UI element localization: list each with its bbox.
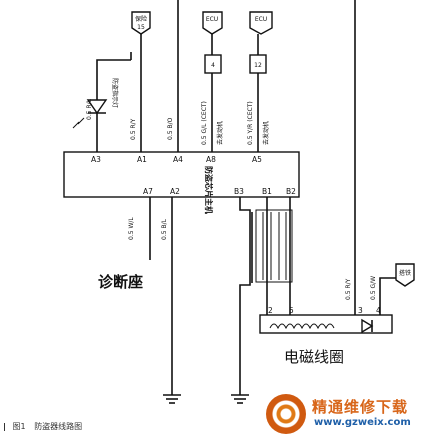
svg-text:2: 2 xyxy=(268,306,273,315)
svg-text:5: 5 xyxy=(289,306,294,315)
svg-text:12: 12 xyxy=(254,62,262,69)
svg-text:去发动机: 去发动机 xyxy=(216,121,224,145)
svg-text:0.5 G/L (CECT): 0.5 G/L (CECT) xyxy=(201,101,208,145)
svg-text:4: 4 xyxy=(376,306,381,315)
svg-text:0.5 R/Y: 0.5 R/Y xyxy=(345,278,352,300)
connector-top-left: 保险 15 xyxy=(131,11,151,35)
svg-text:0.5 Y/R (CECT): 0.5 Y/R (CECT) xyxy=(247,101,254,145)
svg-text:B2: B2 xyxy=(286,187,296,196)
connector-ecu-a8: ECU 4 xyxy=(202,11,223,74)
svg-text:防盗指示灯: 防盗指示灯 xyxy=(111,78,119,108)
svg-text:A7: A7 xyxy=(143,187,153,196)
svg-text:去发动机: 去发动机 xyxy=(262,121,270,145)
svg-text:0.5 R/L: 0.5 R/L xyxy=(86,98,93,120)
svg-text:ECU: ECU xyxy=(255,16,267,23)
svg-text:4: 4 xyxy=(211,62,215,69)
svg-text:0.5 G/W: 0.5 G/W xyxy=(370,276,377,300)
caption-bar xyxy=(4,422,5,431)
coil-module: 2 5 3 4 xyxy=(259,306,393,334)
svg-text:A3: A3 xyxy=(91,155,101,164)
main-unit: 防盗芯片主机 xyxy=(63,151,300,214)
svg-text:A8: A8 xyxy=(206,155,216,164)
svg-text:B3: B3 xyxy=(234,187,244,196)
svg-text:A2: A2 xyxy=(170,187,180,196)
svg-text:0.5 W/L: 0.5 W/L xyxy=(128,217,135,240)
caption-text: 防盗器线路图 xyxy=(34,422,83,431)
svg-text:0.5 B/O: 0.5 B/O xyxy=(167,117,174,140)
watermark-logo-icon xyxy=(266,394,306,434)
connector-ground-right: 搭铁 xyxy=(395,263,415,287)
main-unit-label: 防盗芯片主机 xyxy=(204,166,214,214)
svg-text:搭铁: 搭铁 xyxy=(399,269,411,277)
svg-text:保险: 保险 xyxy=(135,15,147,23)
watermark-url: www.gzweix.com xyxy=(314,417,411,428)
svg-text:A5: A5 xyxy=(252,155,262,164)
svg-text:3: 3 xyxy=(358,306,363,315)
watermark: 精通维修下载 www.gzweix.com xyxy=(262,390,438,440)
svg-text:0.5 B/L: 0.5 B/L xyxy=(161,218,168,240)
svg-text:15: 15 xyxy=(137,24,145,31)
led-indicator: 防盗指示灯 xyxy=(72,78,119,129)
watermark-title: 精通维修下载 xyxy=(312,398,409,416)
svg-text:B1: B1 xyxy=(262,187,272,196)
connector-ecu-a5: ECU 12 xyxy=(249,11,273,74)
wires-top xyxy=(96,0,356,300)
pin-labels: A3 A1 A4 A8 A5 A7 A2 B3 B1 B2 xyxy=(91,155,296,196)
wires-bottom xyxy=(149,197,406,395)
wire-labels-top: 0.5 R/L 0.5 R/Y 0.5 B/O 0.5 G/L (CECT) 去… xyxy=(86,98,270,145)
ground-symbol-left xyxy=(163,394,181,404)
ground-symbol-right xyxy=(231,394,249,404)
svg-text:0.5 R/Y: 0.5 R/Y xyxy=(130,118,137,140)
svg-text:A1: A1 xyxy=(137,155,147,164)
figure-caption: 图1 防盗器线路图 xyxy=(4,421,82,432)
coil-label: 电磁线圈 xyxy=(284,348,344,366)
svg-text:ECU: ECU xyxy=(206,16,218,23)
figure-number: 图1 xyxy=(12,422,26,431)
svg-text:A4: A4 xyxy=(173,155,183,164)
diag-connector-label: 诊断座 xyxy=(98,273,143,291)
